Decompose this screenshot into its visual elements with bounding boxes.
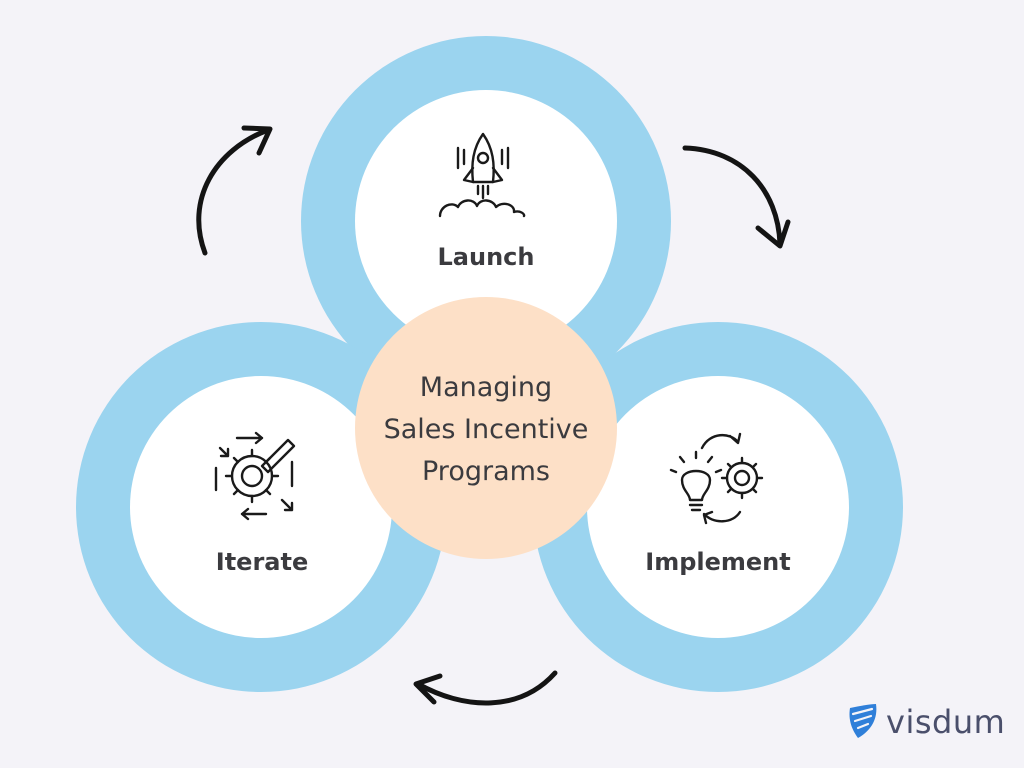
brand-logo: visdum [846, 700, 1005, 744]
rocket-icon [438, 132, 526, 218]
gear-refresh-icon [214, 431, 296, 521]
center-title-line-3: Programs [422, 456, 550, 487]
lightbulb-gear-icon [669, 432, 764, 525]
arrow-launch-to-implement [682, 145, 791, 249]
arrow-implement-to-iterate [413, 670, 558, 706]
center-title-line-2: Sales Incentive [383, 414, 589, 445]
center-circle [355, 297, 617, 559]
launch-disc [355, 90, 617, 352]
launch-label: Launch [437, 243, 535, 271]
center-title: Managing Sales Incentive Programs [366, 367, 606, 493]
iterate-disc [130, 376, 392, 638]
shield-logo-icon [849, 704, 877, 738]
implement-label: Implement [645, 548, 791, 576]
implement-disc [587, 376, 849, 638]
arrow-iterate-to-launch [196, 125, 273, 256]
iterate-label: Iterate [215, 548, 309, 576]
logo-text: visdum [886, 703, 1006, 741]
center-title-line-1: Managing [419, 372, 553, 403]
